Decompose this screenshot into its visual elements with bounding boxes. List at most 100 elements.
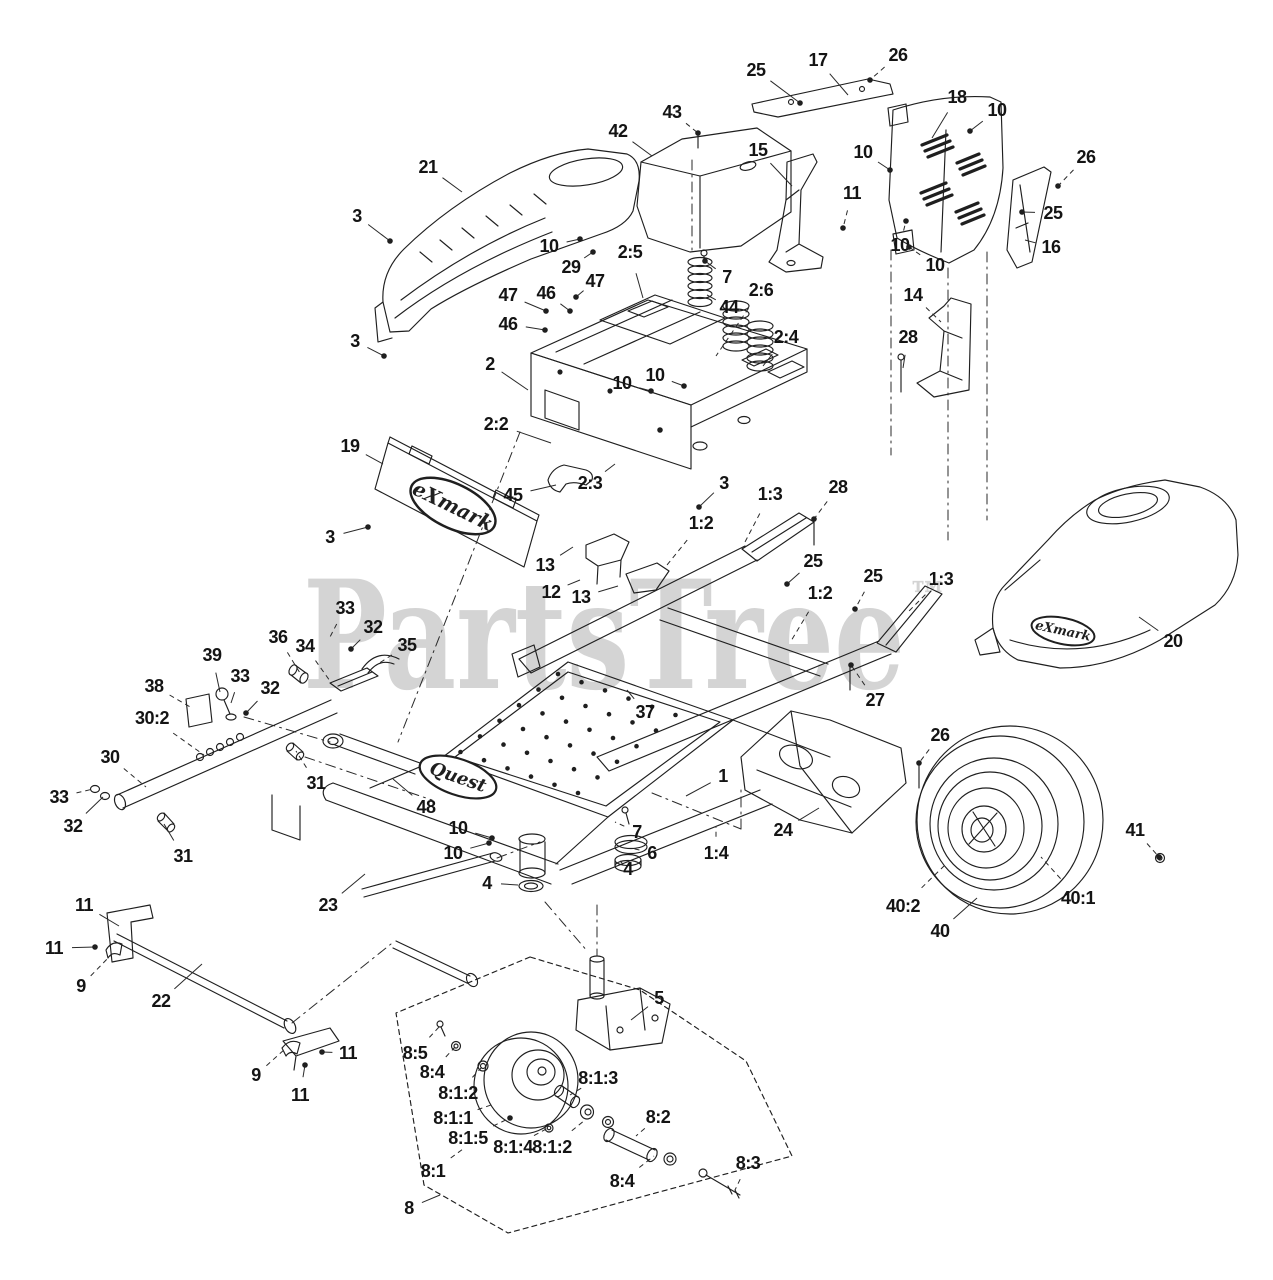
leader-line <box>770 162 793 187</box>
projection-lines <box>243 159 988 1024</box>
callout-1:3: 1:3 <box>929 569 954 589</box>
part-1-main-frame: Quest <box>322 512 943 893</box>
leader-line <box>377 654 393 665</box>
footplate-hole <box>602 688 608 693</box>
fastener-dot <box>967 128 973 134</box>
callout-3: 3 <box>325 527 335 547</box>
hardware-bolts <box>697 135 920 789</box>
footplate-hole <box>610 735 616 741</box>
footplate-hole <box>559 695 565 701</box>
callout-31: 31 <box>306 773 326 793</box>
callout-9: 9 <box>251 1065 261 1085</box>
leader-line <box>638 1155 655 1168</box>
part-15-bracket <box>768 153 824 273</box>
callout-13: 13 <box>535 555 555 575</box>
leader-line <box>842 210 848 229</box>
leader-line <box>429 1026 440 1038</box>
leader-line <box>442 177 463 193</box>
leader-line <box>450 1148 464 1159</box>
callout-8:4: 8:4 <box>610 1171 635 1191</box>
callout-11: 11 <box>843 183 862 203</box>
callout-8:2: 8:2 <box>646 1107 671 1127</box>
leader-line <box>530 484 557 492</box>
callout-36: 36 <box>268 627 288 647</box>
leader-line <box>525 326 546 331</box>
footplate-holes <box>458 671 678 796</box>
callout-33: 33 <box>49 787 69 807</box>
fastener-dot <box>648 388 654 394</box>
callout-28: 28 <box>898 327 918 347</box>
callout-29: 29 <box>561 257 581 277</box>
callout-33: 33 <box>335 598 355 618</box>
callout-15: 15 <box>748 140 768 160</box>
leader-line <box>630 847 640 851</box>
fastener-dot <box>906 244 912 250</box>
callout-1:3: 1:3 <box>758 484 783 504</box>
fastener-dot <box>1055 183 1061 189</box>
footplate-hole <box>575 790 581 796</box>
fastener-dot <box>784 581 790 587</box>
callout-40:2: 40:2 <box>886 896 921 916</box>
leader-line <box>1024 239 1036 244</box>
callout-38: 38 <box>144 676 164 696</box>
fastener-dot <box>681 383 687 389</box>
fastener-dot <box>702 258 708 264</box>
fastener-dot <box>1156 854 1162 860</box>
leader-line <box>90 954 112 977</box>
leader-line <box>598 585 619 593</box>
leader-line <box>798 807 820 822</box>
part-30-front-axle <box>89 654 400 841</box>
callout-8:1:3: 8:1:3 <box>578 1068 618 1088</box>
callout-10: 10 <box>539 236 559 256</box>
leader-line <box>925 307 942 323</box>
fastener-dot <box>573 294 579 300</box>
callout-1: 1 <box>718 766 728 786</box>
leader-line <box>524 301 547 312</box>
callout-33: 33 <box>230 666 250 686</box>
leader-line <box>169 694 193 709</box>
leader-line <box>421 1194 441 1204</box>
callout-25: 25 <box>863 566 883 586</box>
callout-2:2: 2:2 <box>484 414 509 434</box>
part-12-13-brackets <box>585 533 670 594</box>
leader-line <box>813 501 828 520</box>
suspension-springs <box>687 249 774 372</box>
callout-37: 37 <box>635 702 655 722</box>
callout-47: 47 <box>498 285 518 305</box>
leader-line <box>706 294 717 301</box>
leader-line <box>163 823 175 841</box>
fastener-dot <box>903 218 909 224</box>
leader-line <box>918 749 930 764</box>
fastener-dot <box>302 1062 308 1068</box>
leader-line <box>630 1006 649 1021</box>
callout-8:1:2: 8:1:2 <box>532 1137 572 1157</box>
fastener-dot <box>916 760 922 766</box>
footplate-hole <box>595 775 600 780</box>
part-24-skid-plate <box>740 710 907 834</box>
callout-32: 32 <box>363 617 383 637</box>
leader-line <box>215 672 221 693</box>
footplate-hole <box>653 728 659 733</box>
leader-line <box>734 1178 741 1191</box>
fastener-dot <box>542 327 548 333</box>
callout-43: 43 <box>662 102 682 122</box>
fastener-dot <box>381 353 387 359</box>
leader-line <box>698 492 715 508</box>
callout-2:5: 2:5 <box>618 242 643 262</box>
leader-line <box>365 454 384 465</box>
leader-line <box>516 430 552 444</box>
callout-14: 14 <box>903 285 923 305</box>
leader-line <box>71 946 96 949</box>
footplate-hole <box>649 704 655 710</box>
leader-line <box>445 1046 456 1058</box>
fastener-dot <box>887 167 893 173</box>
fastener-dot <box>811 516 817 522</box>
leader-line <box>367 224 391 242</box>
leader-line <box>619 860 624 865</box>
footplate-hole <box>591 751 596 756</box>
part-45-latch-handle <box>547 464 593 493</box>
callout-25: 25 <box>803 551 823 571</box>
callout-17: 17 <box>808 50 828 70</box>
leader-line <box>829 73 849 96</box>
